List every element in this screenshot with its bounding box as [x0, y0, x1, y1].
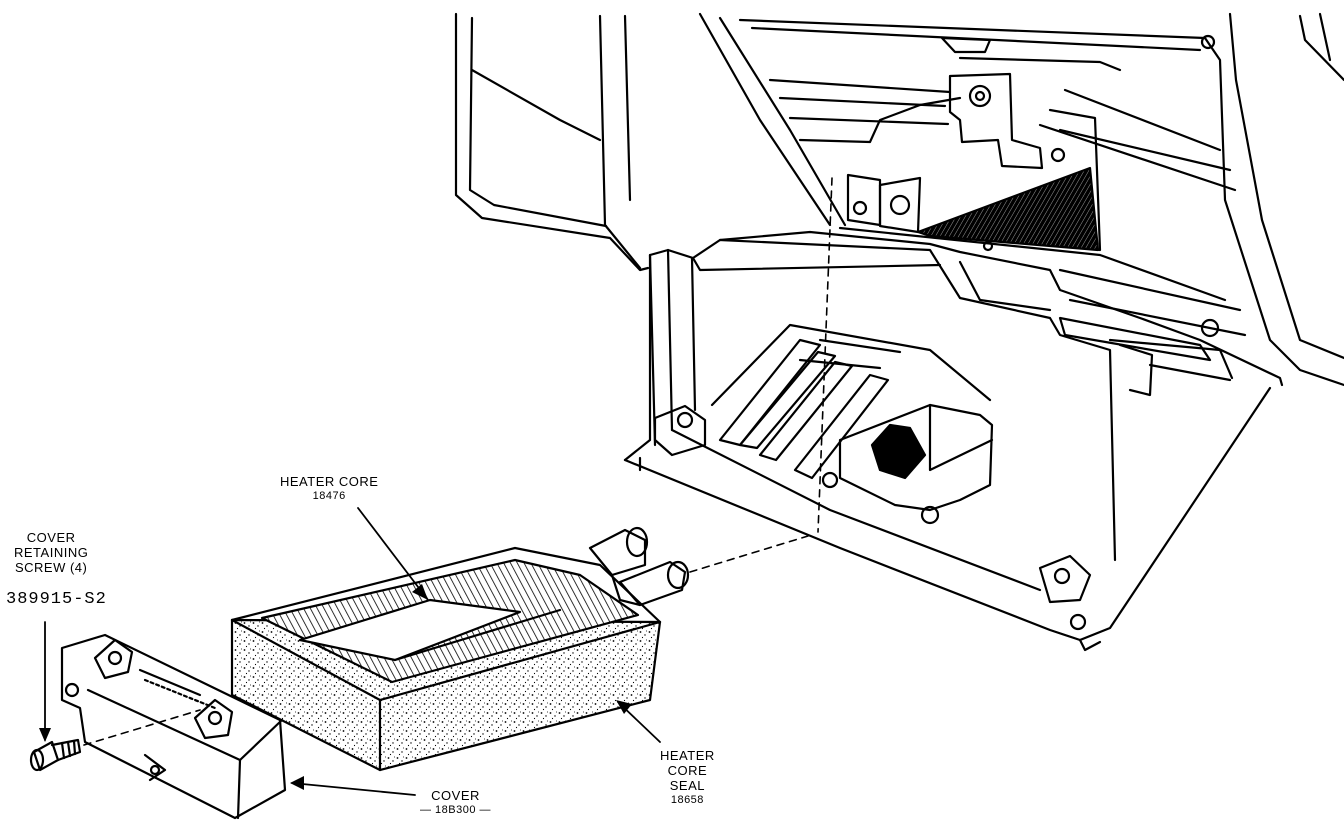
seal-part-number: 18658 [670, 794, 704, 806]
cover [60, 633, 287, 820]
leader-lines [44, 507, 661, 796]
cover-retaining-screw [29, 738, 82, 772]
cover-label-name: COVER [431, 788, 480, 803]
arrowheads [39, 584, 632, 790]
instrument-panel [454, 12, 1344, 387]
seal-label-line1: HEATER [660, 748, 715, 763]
heater-core-label: HEATER CORE 18476 [280, 474, 378, 504]
heater-core-part-number: 18476 [312, 490, 346, 502]
heater-core-label-name: HEATER CORE [280, 474, 379, 489]
cover-retaining-screw-label: COVER RETAINING SCREW (4) [14, 530, 88, 575]
heater-core [230, 526, 690, 772]
screw-label-line1: COVER [26, 530, 76, 545]
assembly-lines [83, 177, 833, 746]
heater-case [623, 230, 1284, 652]
screw-part-number: 389915-S2 [6, 590, 107, 609]
seal-label-line3: SEAL [669, 778, 705, 793]
screw-label-line3: SCREW (4) [14, 560, 88, 575]
screw-label-line2: RETAINING [14, 545, 89, 560]
seal-label-line2: CORE [667, 763, 708, 778]
heater-core-seal-label: HEATER CORE SEAL 18658 [660, 748, 715, 808]
cover-label: COVER — 18B300 — [420, 788, 491, 818]
cover-part-number: — 18B300 — [420, 804, 492, 816]
